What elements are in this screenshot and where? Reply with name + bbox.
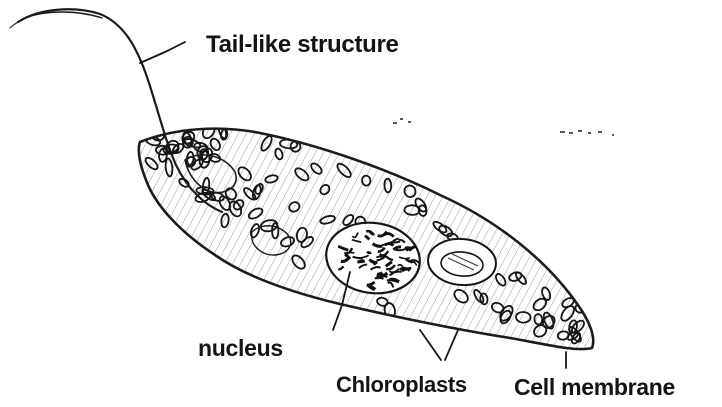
chloroplast-leader-right <box>445 330 458 360</box>
tail-leader <box>140 42 185 63</box>
nucleus-label: nucleus <box>198 335 283 361</box>
chloroplasts-label: Chloroplasts <box>336 372 467 397</box>
tail-label: Tail-like structure <box>206 31 399 58</box>
chromatin-strand <box>396 249 406 250</box>
chromatin-strand <box>357 261 364 262</box>
chromatin-strand <box>367 252 371 253</box>
scan-specks <box>393 118 614 136</box>
cell-membrane-label: Cell membrane <box>514 374 675 400</box>
chromatin-strand <box>344 253 354 254</box>
chloroplast-leader-left <box>420 330 441 360</box>
chromatin-strand <box>405 248 412 249</box>
